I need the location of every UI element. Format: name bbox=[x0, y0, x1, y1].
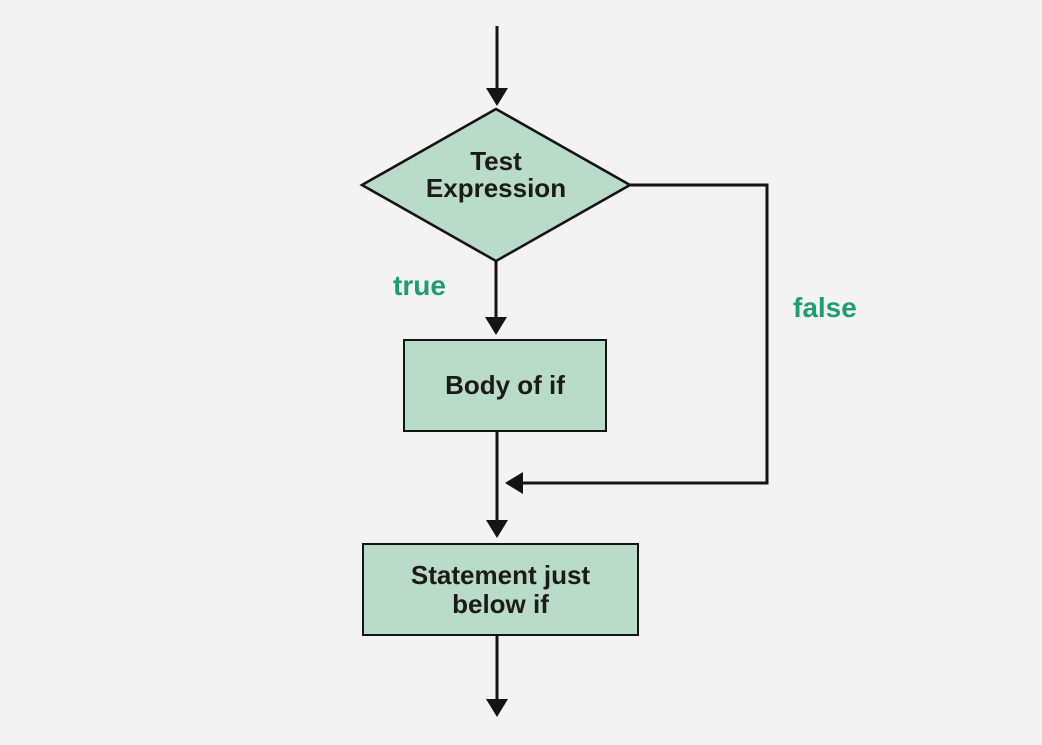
body-of-if-label: Body of if bbox=[445, 370, 565, 401]
body-of-if-node: Body of if bbox=[403, 339, 607, 432]
true-branch-label: true bbox=[393, 270, 446, 301]
statement-node: Statement just below if bbox=[362, 543, 639, 636]
decision-label: Test Expression bbox=[425, 146, 567, 204]
false-branch-label: false bbox=[793, 292, 857, 323]
statement-label: Statement just below if bbox=[410, 559, 591, 619]
edge-false-path bbox=[505, 183, 769, 494]
decision-diamond bbox=[359, 107, 633, 263]
